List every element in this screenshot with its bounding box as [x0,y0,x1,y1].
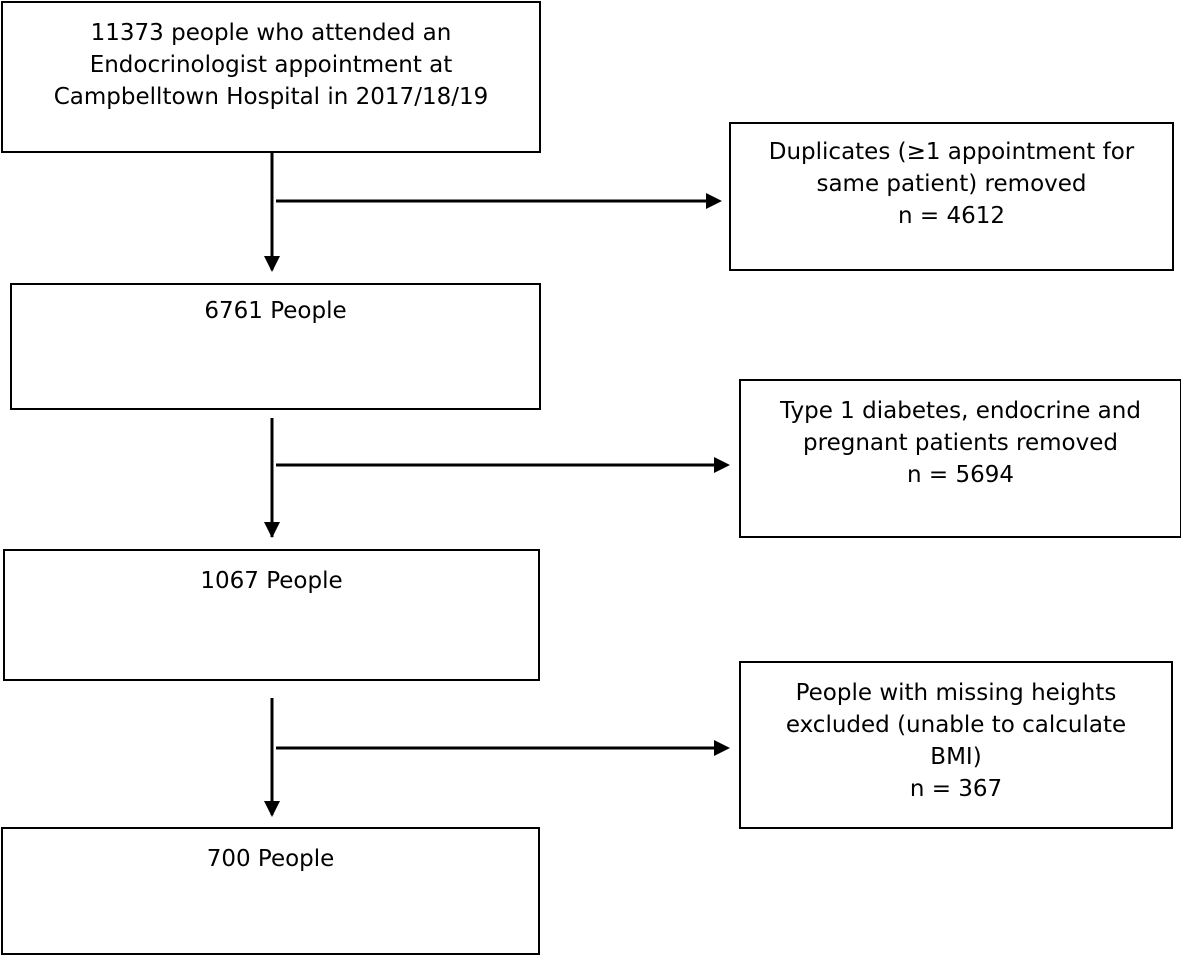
start-line: 11373 people who attended an [90,20,452,46]
exclusion-line: pregnant patients removed [803,430,1118,456]
exclusion-line: same patient) removed [816,171,1087,197]
final-box-700: 700 People [1,827,540,955]
arrowhead-down-icon [264,801,280,817]
exclusion-line: Duplicates (≥1 appointment for [768,139,1135,165]
exclusion-box-type1-endocrine-pregnant: Type 1 diabetes, endocrine and pregnant … [739,379,1181,538]
exclusion-line: BMI) [930,744,982,770]
exclusion-count: n = 5694 [906,462,1014,488]
exclusion-count: n = 4612 [897,203,1005,229]
step-label: 6761 People [204,298,347,324]
exclusion-line: Type 1 diabetes, endocrine and [780,398,1141,424]
exclusion-line: excluded (unable to calculate [785,712,1127,738]
step-label: 700 People [206,846,335,872]
step-label: 1067 People [200,568,343,594]
start-box: 11373 people who attended an Endocrinolo… [1,1,541,153]
arrowhead-right-icon [706,193,722,209]
arrowhead-down-icon [264,522,280,538]
exclusion-box-duplicates: Duplicates (≥1 appointment for same pati… [729,122,1174,271]
arrowhead-down-icon [264,256,280,272]
start-line: Endocrinologist appointment at [89,52,453,78]
step-box-1067: 1067 People [3,549,540,681]
start-line: Campbelltown Hospital in 2017/18/19 [53,84,489,110]
arrowhead-right-icon [714,457,730,473]
step-box-6761: 6761 People [10,283,541,410]
exclusion-count: n = 367 [909,776,1003,802]
arrowhead-right-icon [714,740,730,756]
exclusion-box-missing-heights: People with missing heights excluded (un… [739,661,1173,829]
exclusion-line: People with missing heights [795,680,1117,706]
